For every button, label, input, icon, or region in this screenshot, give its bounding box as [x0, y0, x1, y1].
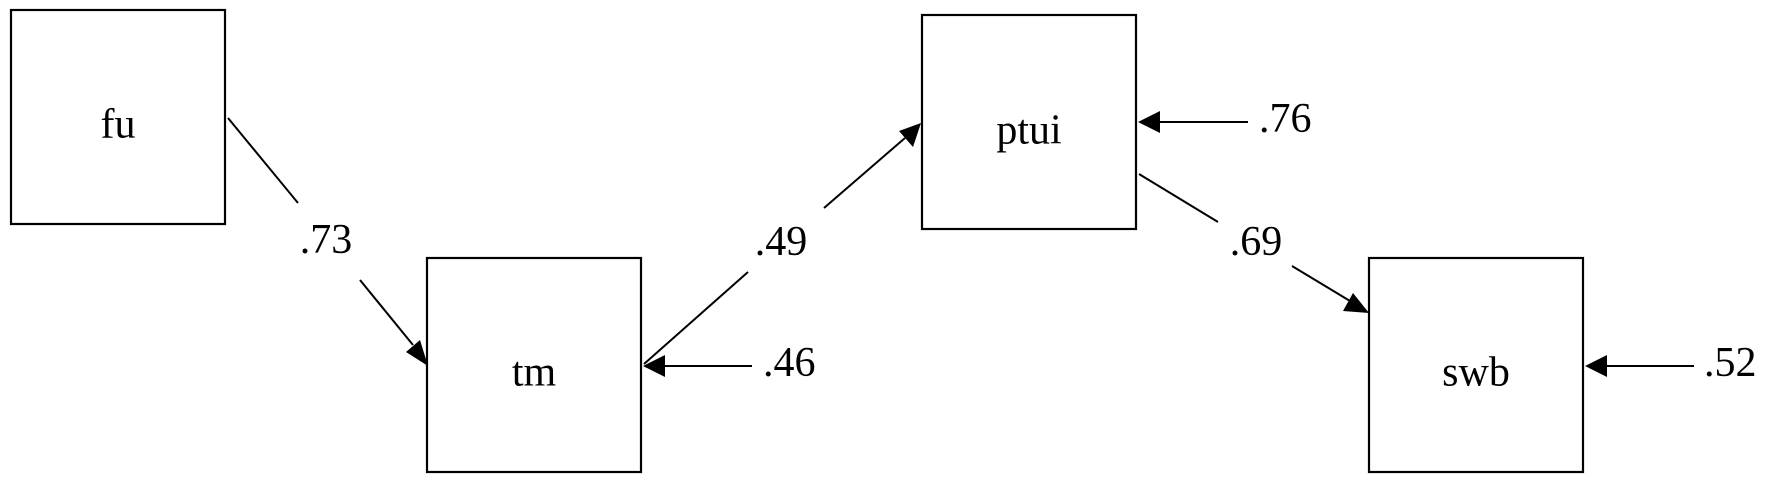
node-fu: fu [9, 8, 227, 226]
node-fu-label: fu [101, 102, 136, 148]
path-ptui-swb-arrowhead [1343, 293, 1369, 313]
path-tm-ptui-line-upper [823, 137, 906, 209]
residual-ptui: .76 [1138, 96, 1312, 142]
path-ptui-swb-line-lower [1291, 265, 1351, 302]
path-ptui-swb-line-upper [1138, 173, 1219, 223]
node-ptui-box [920, 13, 1138, 231]
path-fu-tm: .73 [227, 117, 428, 366]
node-tm: tm [425, 256, 643, 474]
residual-tm: .46 [643, 340, 816, 386]
residual-tm-arrowhead [643, 355, 665, 377]
path-tm-ptui: .49 [643, 123, 921, 365]
node-tm-box [425, 256, 643, 474]
residual-swb-arrowhead [1585, 355, 1607, 377]
node-ptui-label: ptui [996, 108, 1061, 154]
residual-ptui-value: .76 [1259, 96, 1312, 142]
path-ptui-swb: .69 [1138, 173, 1369, 313]
residual-swb: .52 [1585, 340, 1757, 386]
path-tm-ptui-line-lower [643, 271, 749, 365]
path-fu-tm-coefficient: .73 [300, 217, 353, 263]
path-tm-ptui-coefficient: .49 [755, 219, 808, 265]
residual-swb-value: .52 [1704, 340, 1757, 386]
path-ptui-swb-coefficient: .69 [1230, 219, 1283, 265]
path-fu-tm-arrowhead [406, 340, 428, 366]
path-fu-tm-line-upper [227, 117, 299, 204]
node-swb: swb [1367, 256, 1585, 474]
residual-tm-value: .46 [763, 340, 816, 386]
node-swb-label: swb [1442, 350, 1510, 396]
residual-ptui-arrowhead [1138, 111, 1160, 133]
node-ptui: ptui [920, 13, 1138, 231]
node-swb-box [1367, 256, 1585, 474]
path-tm-ptui-arrowhead [899, 123, 921, 147]
node-fu-box [9, 8, 227, 226]
path-fu-tm-line-lower [359, 279, 414, 346]
node-tm-label: tm [512, 350, 557, 396]
